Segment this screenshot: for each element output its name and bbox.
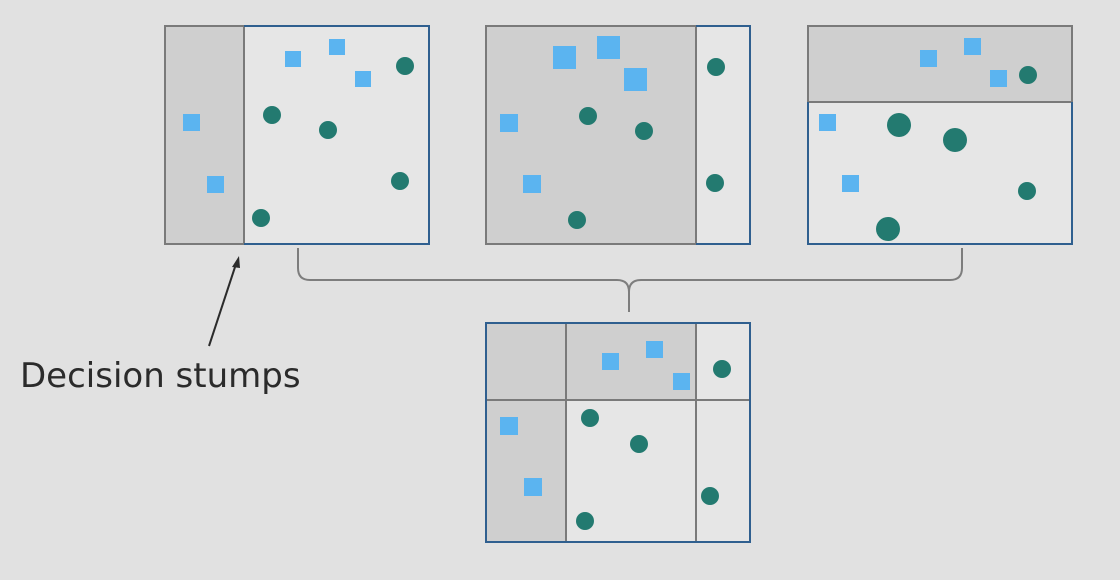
circle-icon <box>581 409 599 427</box>
circle-icon <box>252 209 270 227</box>
square-icon <box>207 176 224 193</box>
square-icon <box>842 175 859 192</box>
circle-icon <box>568 211 586 229</box>
arrow-head <box>232 256 240 268</box>
circle-icon <box>1018 182 1036 200</box>
square-icon <box>523 175 541 193</box>
square-icon <box>355 71 371 87</box>
square-icon <box>646 341 663 358</box>
square-icon <box>524 478 542 496</box>
square-icon <box>329 39 345 55</box>
square-icon <box>500 417 518 435</box>
panel-outline-accent <box>696 25 751 245</box>
decision-stumps-label: Decision stumps <box>20 356 301 396</box>
circle-icon <box>635 122 653 140</box>
combined-classifier-panel <box>485 322 751 543</box>
shaded-region <box>165 26 244 244</box>
circle-icon <box>396 57 414 75</box>
square-icon <box>285 51 301 67</box>
arrow-shaft <box>208 263 237 347</box>
square-icon <box>920 50 937 67</box>
square-icon <box>553 46 576 69</box>
circle-icon <box>576 512 594 530</box>
circle-icon <box>579 107 597 125</box>
square-icon <box>183 114 200 131</box>
square-icon <box>602 353 619 370</box>
panel-outline-accent <box>807 102 1073 245</box>
shaded-region-left <box>486 323 566 542</box>
square-icon <box>964 38 981 55</box>
circle-icon <box>706 174 724 192</box>
circle-icon <box>876 217 900 241</box>
square-icon <box>597 36 620 59</box>
circle-icon <box>391 172 409 190</box>
shaded-region <box>486 26 696 244</box>
square-icon <box>624 68 647 91</box>
combine-brace <box>297 248 963 312</box>
stump-panel-right-split <box>485 25 751 245</box>
pointer-arrow <box>208 256 240 347</box>
circle-icon <box>887 113 911 137</box>
stump-panel-top-split <box>807 25 1073 245</box>
circle-icon <box>943 128 967 152</box>
circle-icon <box>1019 66 1037 84</box>
circle-icon <box>263 106 281 124</box>
square-icon <box>500 114 518 132</box>
circle-icon <box>630 435 648 453</box>
circle-icon <box>713 360 731 378</box>
square-icon <box>673 373 690 390</box>
square-icon <box>990 70 1007 87</box>
square-icon <box>819 114 836 131</box>
circle-icon <box>707 58 725 76</box>
panel-outline-accent <box>244 25 430 245</box>
shaded-region <box>808 26 1072 102</box>
circle-icon <box>319 121 337 139</box>
panel-border <box>485 322 751 543</box>
circle-icon <box>701 487 719 505</box>
stump-panel-left-split <box>164 25 430 245</box>
